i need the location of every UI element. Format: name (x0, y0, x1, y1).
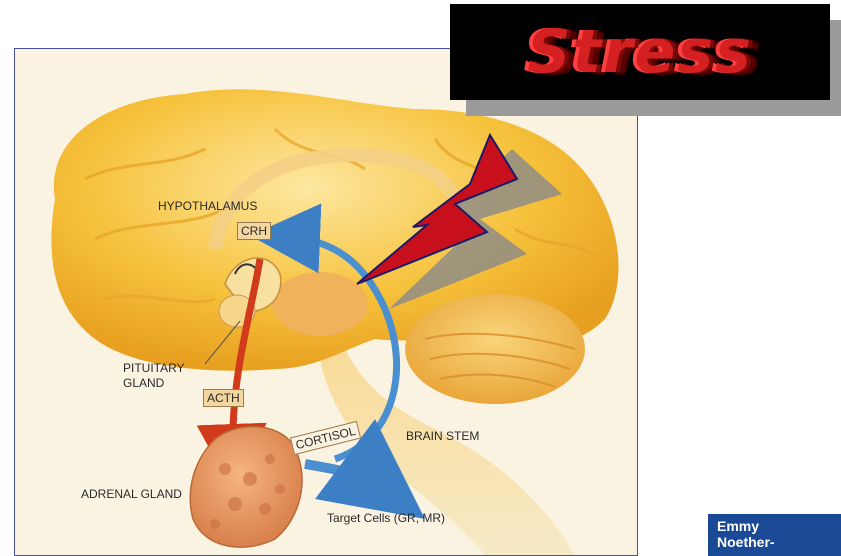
emmy-noether-logo: Emmy Noether- (708, 514, 841, 556)
cerebellum-shape (405, 294, 585, 404)
title-text: Stress (450, 4, 830, 100)
brain-illustration (15, 49, 637, 555)
adrenal-gland-label: ADRENAL GLAND (81, 487, 182, 501)
logo-line1: Emmy (717, 518, 759, 534)
hypothalamus-label: HYPOTHALAMUS (158, 199, 257, 213)
adrenal-gland-shape (190, 427, 302, 548)
pituitary-label-line1: PITUITARY (123, 361, 185, 375)
target-cells-label: Target Cells (GR, MR) (327, 511, 445, 525)
acth-label: ACTH (203, 389, 244, 407)
title-banner: Stress (450, 4, 830, 100)
brain-stem-label: BRAIN STEM (406, 429, 479, 443)
pituitary-label-line2: GLAND (123, 376, 164, 390)
logo-line2: Noether- (717, 534, 775, 550)
crh-label: CRH (237, 222, 271, 240)
target-cells-arrow (305, 464, 385, 489)
diagram-frame: HYPOTHALAMUS CRH PITUITARY GLAND ACTH CO… (14, 48, 638, 556)
